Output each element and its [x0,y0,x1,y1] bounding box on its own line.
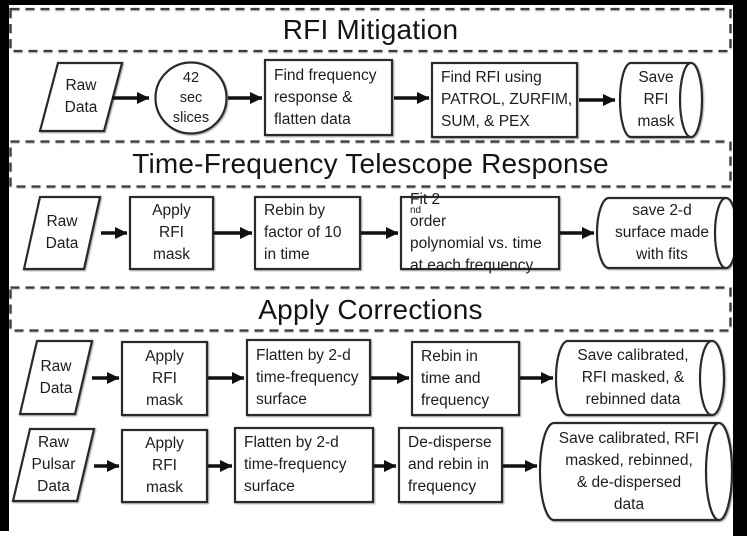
stored-data-save-2d-surface [595,196,739,270]
process-s2-apply-rfi-mask [128,195,215,271]
process-find-rfi [430,61,579,139]
section-title-telescope-response: Time-Frequency Telescope Response [132,148,609,179]
parallelogram-r1-raw-data [18,339,94,416]
process-dedisperse-rebin [397,426,504,504]
parallelogram-raw-pulsar-data [11,427,96,503]
stored-data-save-dedispersed [538,421,734,522]
section-title-rfi-mitigation: RFI Mitigation [282,14,459,45]
process-fit-polynomial [399,195,561,271]
band-apply-corrections [9,286,732,332]
process-find-frequency [263,58,394,137]
stored-data-save-rfi-mask [618,61,704,139]
process-r1-apply-rfi-mask [120,340,209,417]
section-divider-bands [9,7,732,332]
flow-arrows [92,92,616,472]
section-title-apply-corrections: Apply Corrections [258,293,483,325]
band-rfi-mitigation [9,7,732,53]
left-border-bar [0,0,9,531]
process-rebin-factor-10 [253,195,362,271]
process-rebin-time-frequency [410,340,521,417]
circle-42-sec-slices [154,61,228,135]
parallelogram-s2-raw-data [22,195,102,271]
process-r2-apply-rfi-mask [120,428,209,504]
stored-data-save-rebinned [554,339,726,417]
process-r1-flatten-surface [245,338,372,417]
parallelogram-s1-raw-data [38,61,124,133]
label-save-rebinned: Save calibrated,RFI masked, &rebinned da… [577,347,689,408]
right-border-bar [733,0,747,536]
band-telescope-response [9,140,732,188]
top-border-bar [0,0,747,5]
process-r2-flatten-surface [233,426,375,504]
